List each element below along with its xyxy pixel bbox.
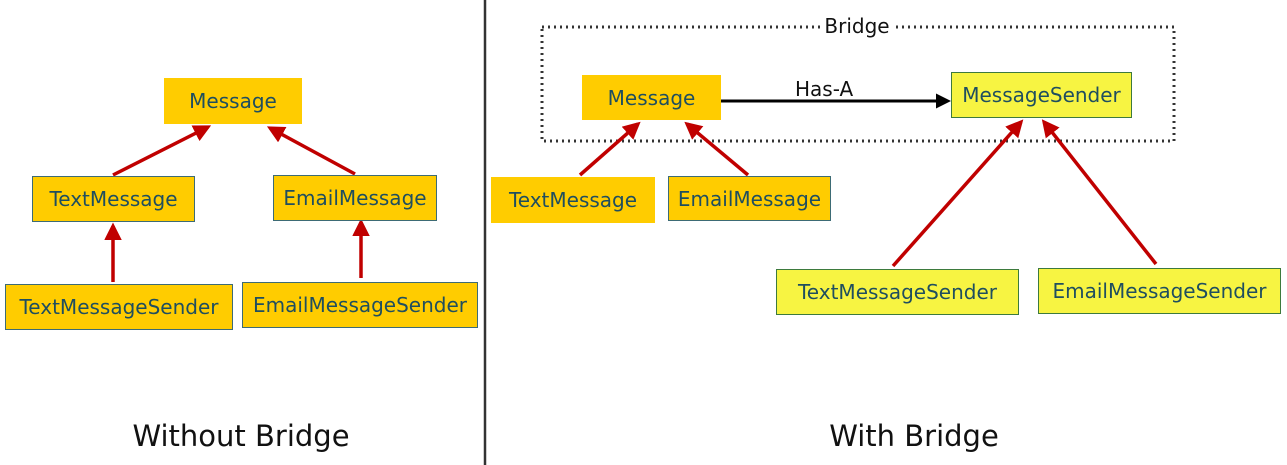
arrow-emailmessage-to-message bbox=[266, 126, 356, 176]
has-a-label: Has-A bbox=[795, 77, 854, 101]
without-bridge-caption: Without Bridge bbox=[132, 419, 350, 453]
arrow-r-emailmessage-to-message bbox=[684, 121, 750, 177]
left-emailmessagesender-box: EmailMessageSender bbox=[242, 282, 478, 328]
with-bridge-caption: With Bridge bbox=[829, 419, 999, 453]
arrow-textmessage-to-message bbox=[112, 125, 212, 177]
bridge-boundary bbox=[540, 25, 1176, 143]
arrow-emailsender-to-messagesender bbox=[1041, 119, 1158, 266]
right-emailmessage-box: EmailMessage bbox=[668, 176, 831, 221]
arrow-textsender-to-messagesender bbox=[891, 119, 1024, 268]
right-textmessage-box: TextMessage bbox=[491, 177, 655, 223]
left-textmessagesender-box: TextMessageSender bbox=[5, 284, 233, 330]
right-messagesender-box: MessageSender bbox=[951, 72, 1132, 118]
right-emailmessagesender-box: EmailMessageSender bbox=[1038, 268, 1281, 314]
right-textmessagesender-box: TextMessageSender bbox=[776, 269, 1019, 315]
left-message-box: Message bbox=[164, 78, 302, 124]
left-emailmessage-box: EmailMessage bbox=[273, 175, 437, 221]
arrow-r-textmessage-to-message bbox=[578, 121, 641, 177]
left-textmessage-box: TextMessage bbox=[32, 176, 195, 222]
right-message-box: Message bbox=[582, 75, 721, 120]
bridge-label: Bridge bbox=[821, 14, 893, 38]
